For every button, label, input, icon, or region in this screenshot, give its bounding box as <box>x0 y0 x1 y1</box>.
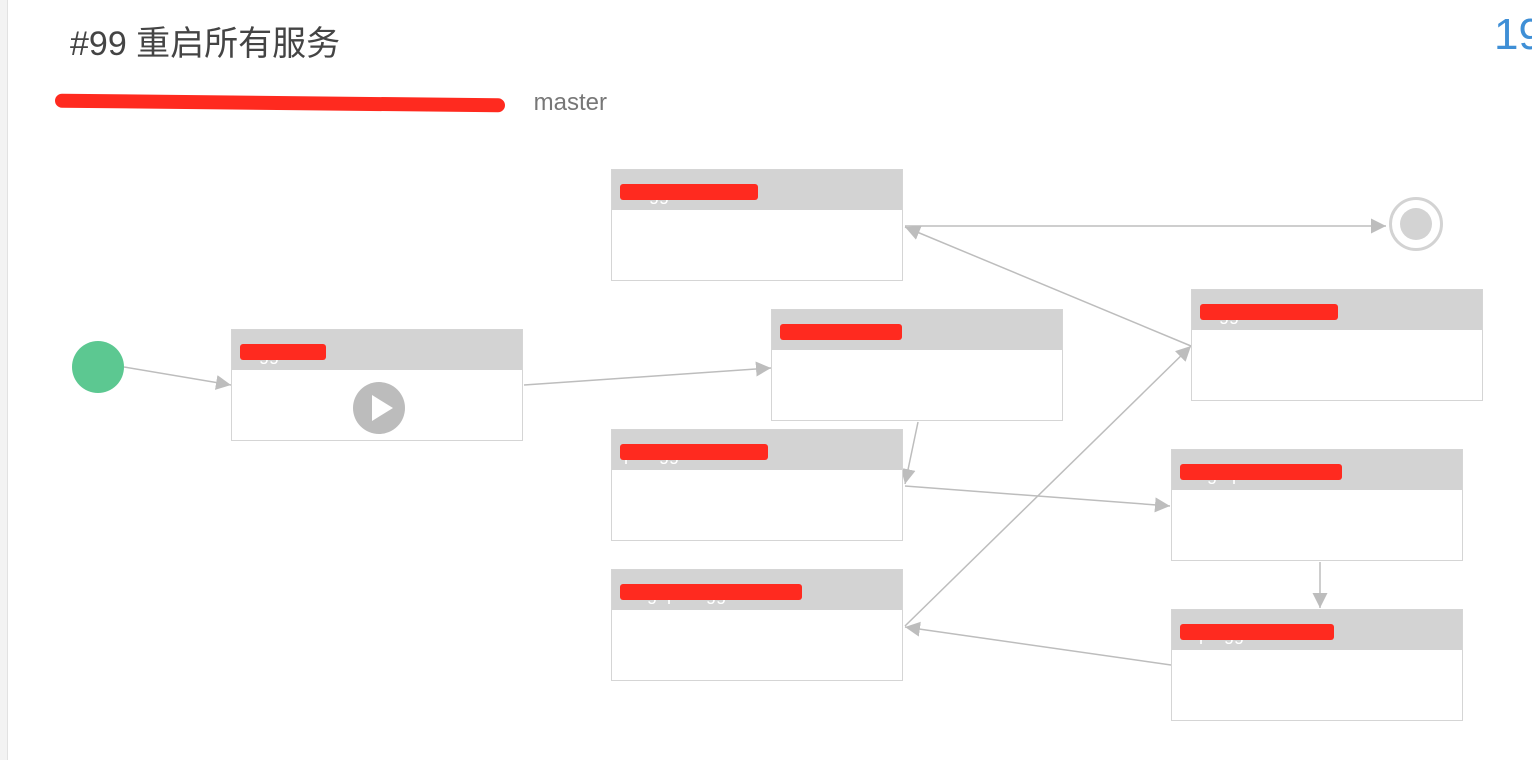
redaction-mark <box>620 184 758 200</box>
left-panel-edge <box>0 0 8 760</box>
redaction-mark <box>780 324 902 340</box>
job-node-header: ...bgg <box>612 170 902 210</box>
job-node-trigger[interactable]: ...gg <box>231 329 523 441</box>
job-node-right-top[interactable]: ...gg <box>1191 289 1483 401</box>
edge-start-trigger <box>123 366 232 390</box>
repo-line: master <box>54 88 608 117</box>
edge-trigger-mid <box>523 361 772 386</box>
job-node-right-mid[interactable]: sing...p... <box>1171 449 1463 561</box>
pipeline-start-node <box>72 341 124 393</box>
play-button-icon[interactable] <box>353 382 405 434</box>
job-node-header: ...ub... <box>772 310 1062 350</box>
play-triangle-icon <box>371 395 393 421</box>
job-node-header: sing...p... <box>1172 450 1462 490</box>
edge-rightbot-singapore <box>904 621 1172 666</box>
pipeline-end-node <box>1389 197 1443 251</box>
edge-singapore-righttop <box>904 345 1192 627</box>
edge-mid-p <box>900 421 919 485</box>
job-node-header: ...gg <box>232 330 522 370</box>
job-node-right-bot[interactable]: ...p...gg <box>1171 609 1463 721</box>
job-node-top[interactable]: ...bgg <box>611 169 903 281</box>
redaction-mark <box>240 344 326 360</box>
job-node-header: ...gg <box>1192 290 1482 330</box>
edge-righttop-top <box>904 225 1192 347</box>
redaction-mark <box>620 444 768 460</box>
corner-number[interactable]: 19 <box>1494 10 1532 59</box>
job-node-p[interactable]: p...ngg <box>611 429 903 541</box>
redaction-mark <box>620 584 802 600</box>
job-node-header: p...ngg <box>612 430 902 470</box>
job-node-mid[interactable]: ...ub... <box>771 309 1063 421</box>
redaction-mark <box>1200 304 1338 320</box>
job-node-singapore[interactable]: singapl...ngg <box>611 569 903 681</box>
redaction-mark <box>1180 464 1342 480</box>
job-node-header: singapl...ngg <box>612 570 902 610</box>
page-title: #99 重启所有服务 <box>70 25 341 63</box>
redaction-mark <box>1180 624 1334 640</box>
job-node-header: ...p...gg <box>1172 610 1462 650</box>
branch-name: master <box>533 88 608 116</box>
end-node-inner <box>1400 208 1432 240</box>
